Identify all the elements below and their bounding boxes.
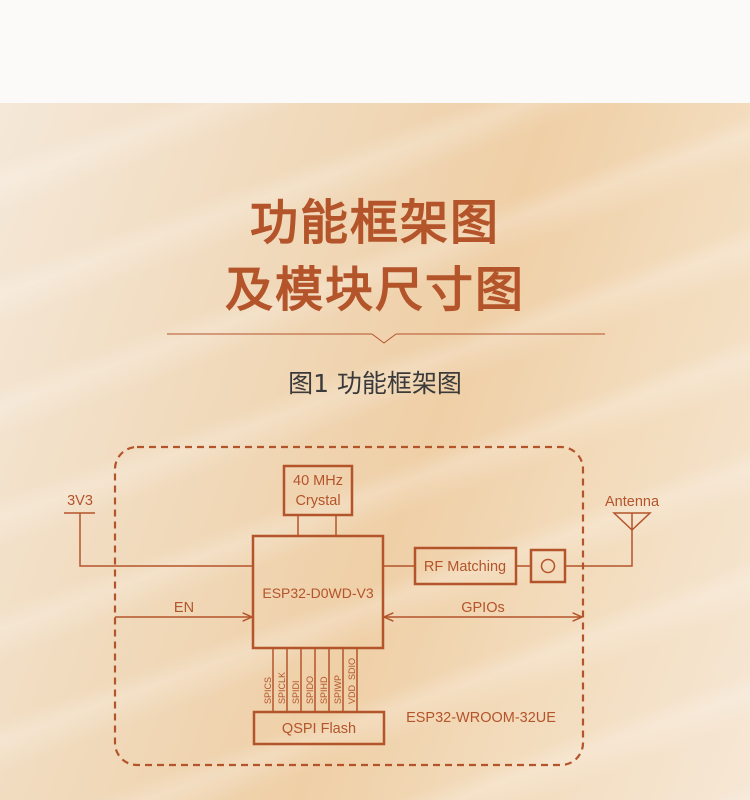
signal-label-spiwp: SPIWP — [333, 675, 343, 704]
antenna-connector — [529, 548, 567, 584]
crystal-label-line2: Crystal — [295, 493, 340, 509]
en-label: EN — [174, 600, 194, 616]
chip-label: ESP32-D0WD-V3 — [262, 585, 373, 601]
antenna-icon — [612, 512, 652, 532]
warm-background — [0, 103, 750, 800]
signal-label-spiclk: SPICLK — [277, 672, 287, 704]
signal-label-spihd: SPIHD — [319, 676, 329, 704]
crystal-label-line1: 40 MHz — [293, 473, 343, 489]
title-divider — [167, 333, 605, 344]
connector-to-antenna-line — [565, 528, 633, 567]
gpio-label: GPIOs — [461, 600, 505, 616]
flash-signal-lines — [272, 648, 358, 712]
flash-block: QSPI Flash — [252, 710, 386, 746]
signal-label-spido: SPIDO — [305, 676, 315, 704]
module-name-label: ESP32-WROOM-32UE — [406, 710, 556, 726]
signal-label-spidi: SPIDI — [291, 680, 301, 704]
signal-label-vdd-sdio: VDD_SDIO — [347, 658, 357, 704]
crystal-connections — [297, 515, 337, 536]
rf-matching-block: RF Matching — [413, 546, 518, 586]
antenna-label: Antenna — [605, 494, 660, 510]
flash-label: QSPI Flash — [282, 721, 356, 737]
module-outline — [113, 445, 585, 767]
power-label: 3V3 — [67, 493, 93, 509]
power-line — [64, 512, 253, 567]
top-white-strip — [0, 0, 750, 103]
signal-label-spics: SPICS — [263, 677, 273, 704]
crystal-block: 40 MHz Crystal — [282, 464, 354, 517]
rf-matching-label: RF Matching — [424, 559, 506, 575]
chip-block: ESP32-D0WD-V3 — [251, 534, 385, 650]
figure-caption: 图1 功能框架图 — [288, 369, 462, 398]
page-title-line1: 功能框架图 — [249, 195, 500, 251]
flash-signal-labels: SPICS SPICLK SPIDI SPIDO SPIHD SPIWP VDD… — [263, 658, 357, 704]
page-title-line2: 及模块尺寸图 — [224, 262, 525, 318]
